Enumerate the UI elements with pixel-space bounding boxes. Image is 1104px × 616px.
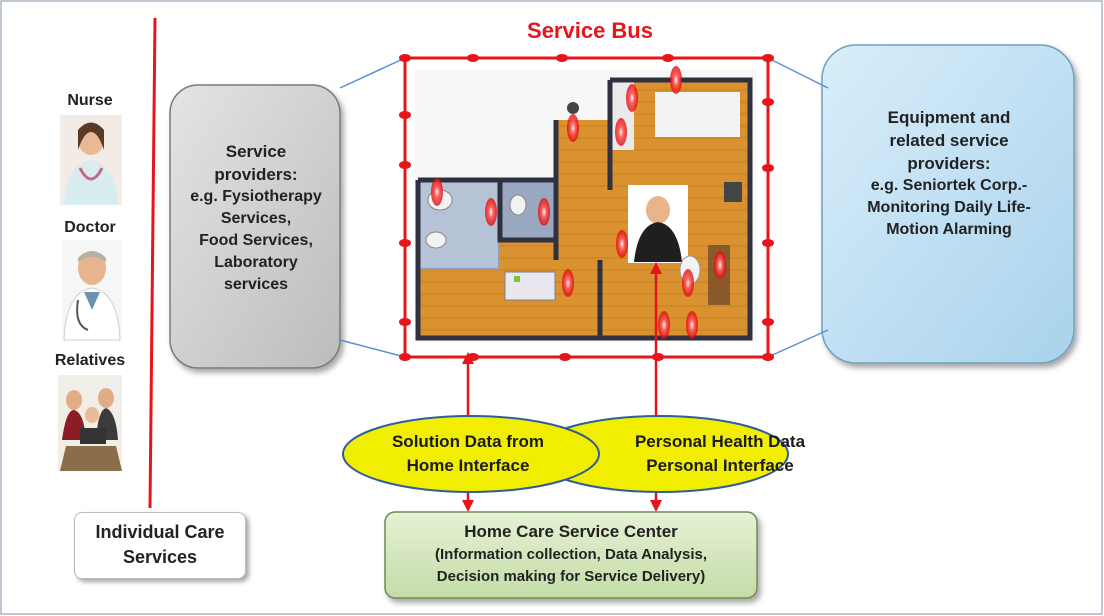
nurse-label: Nurse <box>67 92 113 109</box>
sensor-marker <box>682 269 694 297</box>
connector-blue-top <box>767 57 829 89</box>
home-care-center-text: Home Care Service Center (Information co… <box>385 520 757 588</box>
personal-arrow-up <box>650 262 662 274</box>
equipment-title1: Equipment and <box>887 108 1011 127</box>
service-providers-box <box>169 84 341 369</box>
bus-node <box>399 318 411 326</box>
bus-node <box>762 98 774 106</box>
bus-node <box>399 353 411 361</box>
sensor-marker <box>686 311 698 339</box>
bus-node <box>399 54 411 62</box>
service-providers-item: services <box>223 276 289 293</box>
bus-node <box>762 239 774 247</box>
bus-node <box>652 353 664 361</box>
sensor-marker <box>670 66 682 94</box>
home-care-center-line1: (Information collection, Data Analysis, <box>435 546 707 563</box>
individual-care-line1: Individual Care <box>95 522 225 542</box>
service-providers-item: e.g. Fysiotherapy <box>190 188 322 205</box>
service-providers-title1: Service <box>225 142 287 161</box>
individual-care-box <box>74 512 246 579</box>
sensor-marker <box>626 84 638 112</box>
connector-gray-top <box>339 57 406 89</box>
sensor-marker <box>562 269 574 297</box>
separator-line <box>148 17 157 509</box>
bus-node <box>662 54 674 62</box>
nurse-photo <box>60 115 122 205</box>
sensor-marker <box>431 178 443 206</box>
individual-care-label: Individual Care Services <box>74 520 246 570</box>
bus-node <box>467 54 479 62</box>
sensor-marker <box>538 198 550 226</box>
floor-plan-image <box>415 70 757 342</box>
personal-health-label: Personal Health Data Personal Interface <box>610 430 830 478</box>
relatives-photo <box>58 375 122 471</box>
equipment-item: Monitoring Daily Life- <box>867 199 1031 216</box>
sensor-markers <box>431 66 726 339</box>
solution-data-line1: Solution Data from <box>391 432 545 451</box>
home-care-center-title: Home Care Service Center <box>464 522 678 541</box>
solution-data-ellipse <box>342 415 600 493</box>
bus-node <box>762 164 774 172</box>
bus-node <box>762 54 774 62</box>
service-bus-title: Service Bus <box>527 18 653 43</box>
equipment-title2: related service <box>889 131 1009 150</box>
connector-blue-bottom <box>767 329 829 358</box>
bus-node <box>399 111 411 119</box>
personal-health-line1: Personal Health Data <box>634 432 806 451</box>
bus-node <box>399 239 411 247</box>
service-providers-item: Laboratory <box>214 254 298 271</box>
sensor-marker <box>616 230 628 258</box>
service-bus-frame <box>403 56 770 359</box>
sensor-marker <box>615 118 627 146</box>
service-providers-item: Services, <box>220 210 292 227</box>
equipment-item: e.g. Seniortek Corp.- <box>870 177 1028 194</box>
equipment-title3: providers: <box>907 154 991 173</box>
individual-care-line2: Services <box>122 547 198 567</box>
doctor-label: Doctor <box>64 219 116 236</box>
sensor-marker <box>658 311 670 339</box>
service-providers-title2: providers: <box>214 165 298 184</box>
personal-health-line2: Personal Interface <box>646 456 794 475</box>
bus-node <box>559 353 571 361</box>
bus-node <box>399 161 411 169</box>
bus-node <box>556 54 568 62</box>
home-care-center-line2: Decision making for Service Delivery) <box>436 568 706 585</box>
solution-arrow-up <box>462 352 474 364</box>
personal-arrow-down <box>650 500 662 512</box>
bus-node <box>762 353 774 361</box>
doctor-photo <box>62 240 122 341</box>
home-care-center-box <box>384 511 758 599</box>
sensor-marker <box>567 114 579 142</box>
solution-arrow-down <box>462 500 474 512</box>
solution-data-label: Solution Data from Home Interface <box>358 430 578 478</box>
equipment-providers-text: Equipment and related service providers:… <box>826 106 1072 241</box>
service-providers-text: Service providers: e.g. Fysiotherapy Ser… <box>172 140 340 296</box>
service-providers-item: Food Services, <box>199 232 313 249</box>
relatives-label: Relatives <box>54 352 126 369</box>
connector-gray-bottom <box>339 339 406 358</box>
sensor-marker <box>485 198 497 226</box>
solution-data-line2: Home Interface <box>406 456 530 475</box>
bus-node <box>762 318 774 326</box>
equipment-item: Motion Alarming <box>886 221 1012 238</box>
sensor-marker <box>714 251 726 279</box>
equipment-providers-box <box>821 44 1075 364</box>
